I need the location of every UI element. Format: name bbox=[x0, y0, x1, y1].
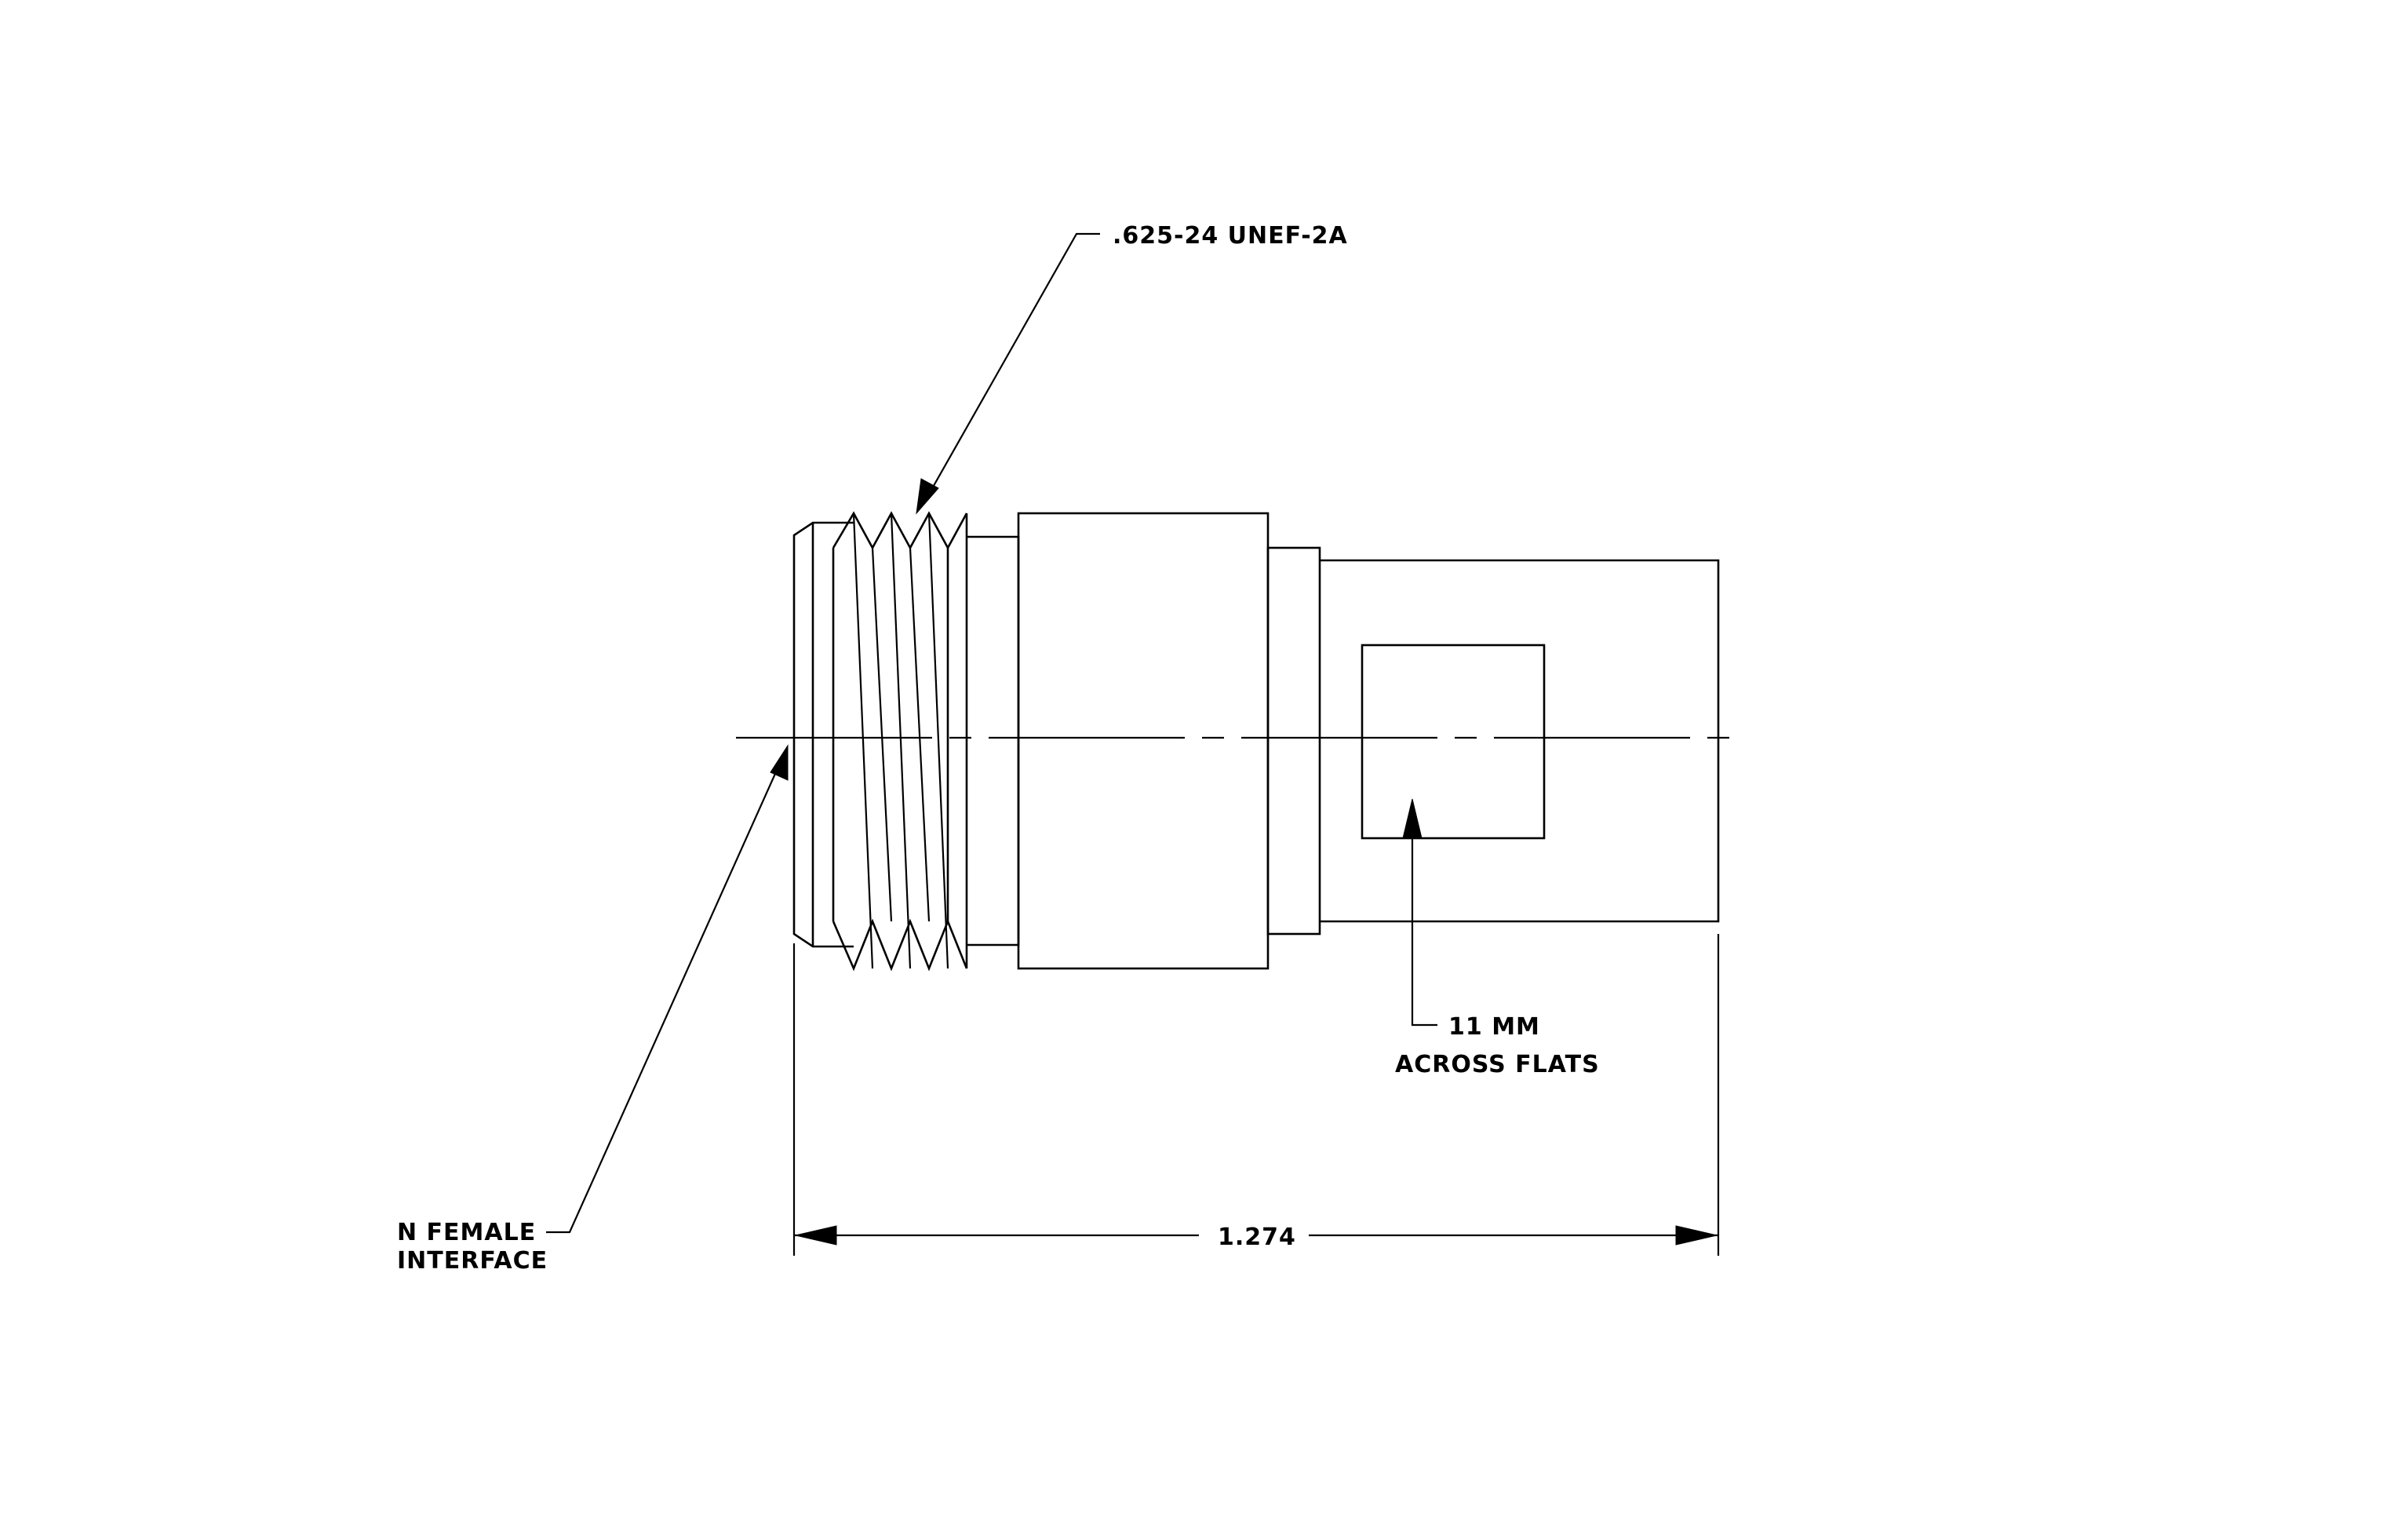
overall-length-label: 1.274 bbox=[1218, 1224, 1296, 1251]
main-body bbox=[1017, 512, 1270, 970]
interface-nose bbox=[792, 521, 854, 948]
length-dimension bbox=[792, 934, 1720, 1256]
interface-label-line2: INTERFACE bbox=[397, 1247, 548, 1275]
hex-size-label-line1: 11 MM bbox=[1448, 1013, 1540, 1041]
thread-spec-label: .625-24 UNEF-2A bbox=[1113, 222, 1348, 250]
interface-label-line1: N FEMALE bbox=[397, 1219, 536, 1246]
thread-leader bbox=[916, 232, 1100, 515]
hex-size-label-line2: ACROSS FLATS bbox=[1395, 1051, 1600, 1078]
interface-leader bbox=[546, 744, 789, 1234]
neck bbox=[967, 535, 1020, 947]
rear-hex-section bbox=[1320, 559, 1720, 923]
hex-size-leader bbox=[1402, 798, 1437, 1027]
collar bbox=[1266, 546, 1321, 936]
hex-flat-window bbox=[1361, 644, 1546, 840]
threaded-section bbox=[832, 511, 968, 972]
